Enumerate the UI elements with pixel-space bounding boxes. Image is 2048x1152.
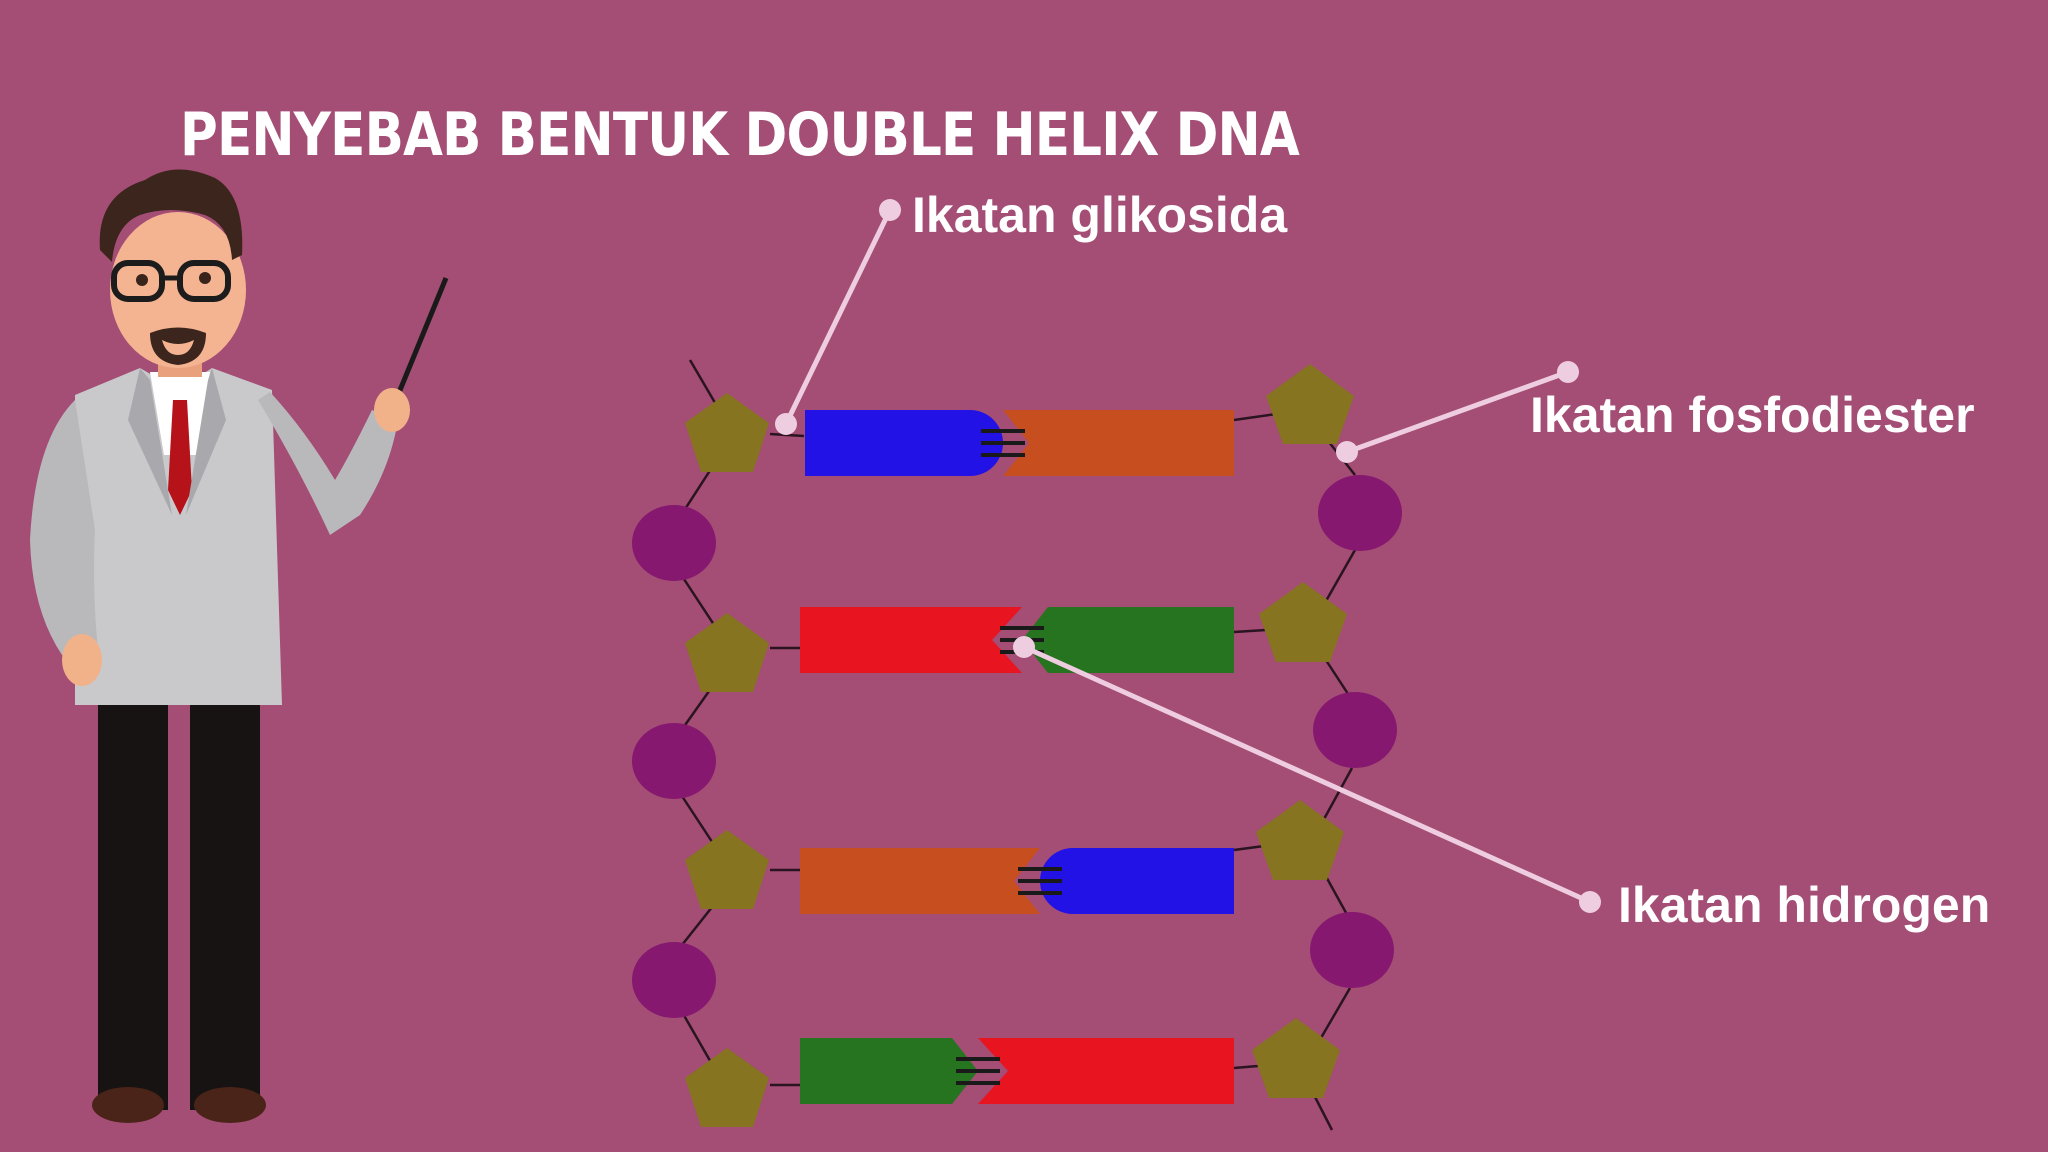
callout-dot: [775, 413, 797, 435]
callout-line-hidrogen: [1022, 644, 1592, 905]
teacher-right-shoe: [194, 1087, 266, 1123]
base-cytosine: [1022, 607, 1234, 673]
phosphate-groups: [632, 475, 1402, 1018]
hydrogen-bond-lines: [956, 1057, 1000, 1085]
sugar-pentagon: [1256, 800, 1344, 880]
sugar-pentagon: [685, 613, 769, 692]
teacher-left-hand: [62, 634, 102, 686]
sugar-pentagon: [685, 830, 769, 909]
page-title: PENYEBAB BENTUK DOUBLE HELIX DNA: [180, 100, 1300, 170]
dna-double-helix: [632, 199, 1601, 1131]
phosphate-group: [632, 723, 716, 799]
base-thymine: [800, 848, 1040, 914]
callout-dot: [1557, 361, 1579, 383]
sugar-groups: [685, 364, 1354, 1127]
callout-line-glikosida: [783, 208, 893, 426]
sugar-pentagon: [685, 393, 769, 472]
base-thymine: [1003, 410, 1234, 476]
base-cytosine: [800, 1038, 978, 1104]
teacher-right-hand: [374, 388, 410, 432]
teacher-illustration: [30, 169, 449, 1123]
teacher-left-leg: [98, 690, 168, 1110]
teacher-left-lapel: [128, 368, 172, 515]
sugar-pentagon: [1252, 1018, 1340, 1098]
teacher-left-shoe: [92, 1087, 164, 1123]
hydrogen-bond-lines: [1018, 867, 1062, 895]
label-ikatan-glikosida: Ikatan glikosida: [912, 187, 1288, 243]
callout-dot: [1579, 891, 1601, 913]
teacher-right-leg: [190, 690, 260, 1110]
teacher-hair: [99, 169, 243, 262]
teacher-left-arm: [30, 400, 98, 655]
base-adenine: [805, 410, 1003, 476]
base-guanine: [800, 607, 1022, 673]
phosphate-group: [632, 942, 716, 1018]
phosphate-group: [1313, 692, 1397, 768]
callout-dots: [775, 199, 1601, 913]
callout-line-fosfodiester: [1346, 369, 1569, 455]
hydrogen-bond-lines: [981, 429, 1025, 457]
base-pairs: [800, 410, 1234, 1104]
sugar-pentagon: [1266, 364, 1354, 444]
sugar-pentagon: [1259, 582, 1347, 662]
callout-dot: [1336, 441, 1358, 463]
phosphate-group: [1318, 475, 1402, 551]
label-ikatan-hidrogen: Ikatan hidrogen: [1618, 877, 1991, 933]
phosphate-group: [632, 505, 716, 581]
teacher-right-lapel: [186, 368, 226, 515]
pointer-stick: [395, 277, 449, 396]
label-ikatan-fosfodiester: Ikatan fosfodiester: [1530, 387, 1975, 443]
phosphate-group: [1310, 912, 1394, 988]
sugar-pentagon: [685, 1048, 769, 1127]
base-guanine: [978, 1038, 1234, 1104]
callouts: [783, 208, 1592, 905]
teacher-right-arm: [258, 392, 398, 535]
base-adenine: [1040, 848, 1234, 914]
teacher-beard: [150, 327, 206, 365]
teacher-tie: [168, 400, 192, 515]
callout-dot: [879, 199, 901, 221]
callout-dot: [1013, 636, 1035, 658]
teacher-coat: [75, 368, 282, 705]
teacher-glasses: [111, 260, 231, 302]
